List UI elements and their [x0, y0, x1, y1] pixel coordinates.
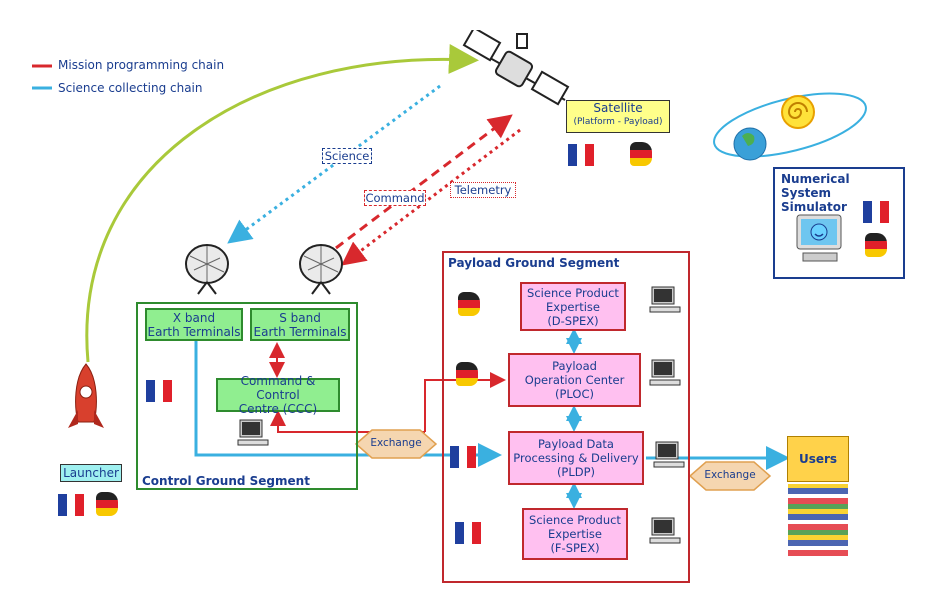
ccc-line1: Command & Control — [240, 374, 316, 402]
ploc-line2: Operation Center — [524, 373, 625, 387]
france-flag-icon — [450, 446, 477, 468]
science-downlink — [227, 84, 441, 244]
control-ground-segment: Control Ground Segment — [136, 302, 358, 490]
fspex-line1: Science Product — [529, 513, 621, 527]
ploc-line1: Payload — [552, 359, 597, 373]
control-segment-title: Control Ground Segment — [142, 474, 310, 488]
xband-line2: Earth Terminals — [147, 324, 241, 339]
exchange-arrow-right — [688, 461, 772, 491]
payload-segment-title: Payload Ground Segment — [448, 256, 620, 270]
simulator-computer-icon — [796, 214, 842, 262]
fspex-line3: (F-SPEX) — [550, 541, 600, 555]
payload-ground-segment: Payload Ground Segment — [442, 251, 690, 583]
germany-flag-icon — [630, 142, 652, 166]
satellite-sub: (Platform - Payload) — [573, 117, 663, 127]
fspex-line2: Expertise — [548, 527, 602, 541]
ploc-line3: (PLOC) — [555, 387, 594, 401]
telemetry-downlink — [341, 128, 521, 266]
orbit-ellipse — [713, 92, 867, 158]
rocket-icon — [68, 363, 104, 428]
france-flag-icon — [146, 380, 173, 402]
france-flag-icon — [455, 522, 482, 544]
launcher-label: Launcher — [60, 464, 122, 482]
dspex-line1: Science Product — [527, 285, 619, 300]
germany-flag-icon — [458, 292, 480, 316]
ploc-box: Payload Operation Center (PLOC) — [508, 353, 641, 407]
fspex-box: Science Product Expertise (F-SPEX) — [522, 508, 628, 560]
users-box: Users — [787, 436, 849, 482]
sband-line1: S band — [279, 310, 321, 325]
france-flag-icon — [58, 494, 85, 516]
command-uplink — [335, 114, 513, 250]
germany-flag-icon — [96, 492, 118, 516]
computer-icon — [653, 441, 685, 468]
dspex-box: Science Product Expertise (D-SPEX) — [520, 282, 626, 331]
launch-trajectory — [85, 44, 479, 363]
world-flags-icon — [788, 484, 848, 556]
france-flag-icon — [863, 201, 890, 223]
pldp-line3: (PLDP) — [556, 465, 596, 479]
exchange-arrow-left — [354, 429, 438, 459]
satellite-name: Satellite — [593, 101, 643, 115]
france-flag-icon — [568, 144, 595, 166]
antenna-icon — [299, 244, 343, 295]
pldp-line2: Processing & Delivery — [513, 451, 639, 465]
dspex-line2: Expertise — [546, 299, 600, 314]
exchange-label-left: Exchange — [370, 437, 422, 449]
satellite-box: Satellite (Platform - Payload) — [566, 100, 670, 133]
simulator-title: Numerical System Simulator — [781, 172, 850, 214]
sband-line2: Earth Terminals — [253, 324, 347, 339]
exchange-label-right: Exchange — [704, 469, 756, 481]
sband-terminals-box: S band Earth Terminals — [250, 308, 350, 341]
computer-icon — [649, 517, 681, 544]
legend-mission-label: Mission programming chain — [58, 58, 225, 72]
ccc-box: Command & Control Centre (CCC) — [216, 374, 340, 416]
command-link-label: Command — [364, 190, 426, 206]
xband-terminals-box: X band Earth Terminals — [145, 308, 243, 341]
germany-flag-icon — [456, 362, 478, 386]
numerical-simulator-box: Numerical System Simulator — [773, 167, 905, 279]
antenna-icon — [185, 244, 229, 295]
pldp-box: Payload Data Processing & Delivery (PLDP… — [508, 431, 644, 485]
computer-icon — [649, 359, 681, 386]
telemetry-link-label: Telemetry — [450, 182, 516, 198]
germany-flag-icon — [865, 233, 887, 257]
science-link-label: Science — [322, 148, 372, 164]
satellite-icon — [462, 30, 570, 106]
computer-icon — [649, 286, 681, 313]
computer-icon — [237, 419, 269, 446]
legend-science-label: Science collecting chain — [58, 81, 203, 95]
xband-line1: X band — [172, 310, 216, 325]
dspex-line3: (D-SPEX) — [547, 313, 599, 328]
pldp-line1: Payload Data — [538, 437, 614, 451]
earth-sun-icon — [733, 95, 815, 161]
ccc-line2: Centre (CCC) — [238, 402, 318, 416]
